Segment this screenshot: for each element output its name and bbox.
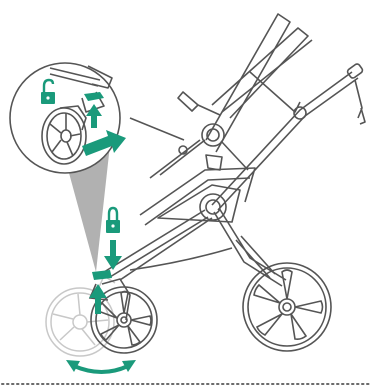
front-wheel-faded	[46, 276, 115, 356]
padlock-closed-icon	[106, 208, 120, 233]
rear-wheel	[243, 263, 331, 351]
curved-double-arrow-icon	[66, 360, 136, 372]
stroller-frame	[104, 14, 365, 286]
down-arrow-icon	[104, 240, 122, 270]
